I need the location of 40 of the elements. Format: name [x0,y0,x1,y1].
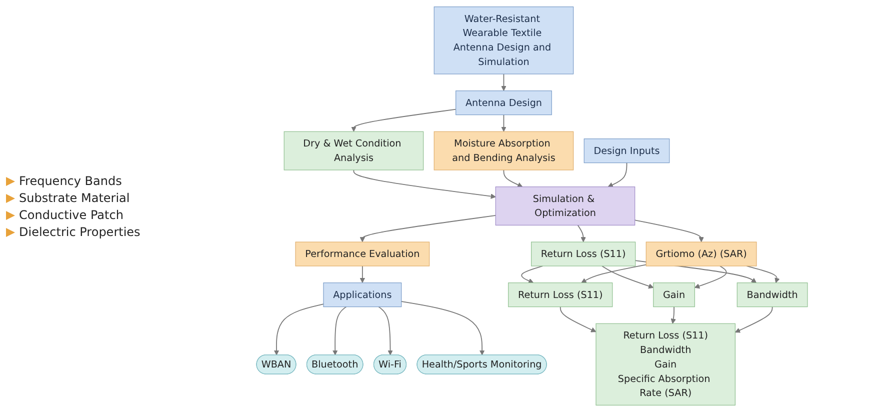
node-box: Applications [323,282,402,308]
node-box: Return Loss (S11) Bandwidth Gain Specific Absorption Rate (SAR) [596,323,736,406]
input-list-item: Conductive Patch [19,208,124,222]
arrow [378,306,393,356]
arrow [332,306,347,356]
arrow [577,224,586,242]
node-box: Return Loss (S11) [508,282,613,308]
node-box: Grtiomo (Az) (SAR) [646,242,757,266]
arrow [694,266,727,289]
input-list-item: Frequency Bands [19,174,122,188]
arrow [521,266,544,284]
arrow [602,266,654,289]
input-list-item: Substrate Material [19,190,130,204]
node-box: Performance Evaluation [295,242,430,266]
arrow [746,266,780,284]
node-box: Return Loss (S11) [531,242,636,266]
node-box: Bandwidth [736,282,808,308]
input-list-item: Dielectric Properties [19,224,140,238]
arrow [670,306,676,324]
arrow [501,74,506,92]
node-box: Dry & Wet Condition Analysis [284,131,424,170]
node-box: Gain [653,282,695,308]
arrow [634,220,704,242]
arrow [501,114,506,132]
arrow [360,215,496,242]
arrow [608,162,628,188]
node-box: Moisture Absorption and Bending Analysis [434,131,574,170]
arrow [734,306,773,333]
arrow [353,170,496,199]
arrow [581,264,647,284]
arrow [360,266,366,284]
arrow [400,301,485,356]
node-box: Water-Resistant Wearable Textile Antenna Design and Simulation [434,6,574,74]
arrow [351,108,456,132]
node-box: Antenna Design [456,90,552,116]
arrow [503,170,523,188]
node-box: Simulation & Optimization [495,186,636,226]
node-box: Design Inputs [584,138,670,164]
arrow [560,306,596,332]
arrow [274,304,324,356]
